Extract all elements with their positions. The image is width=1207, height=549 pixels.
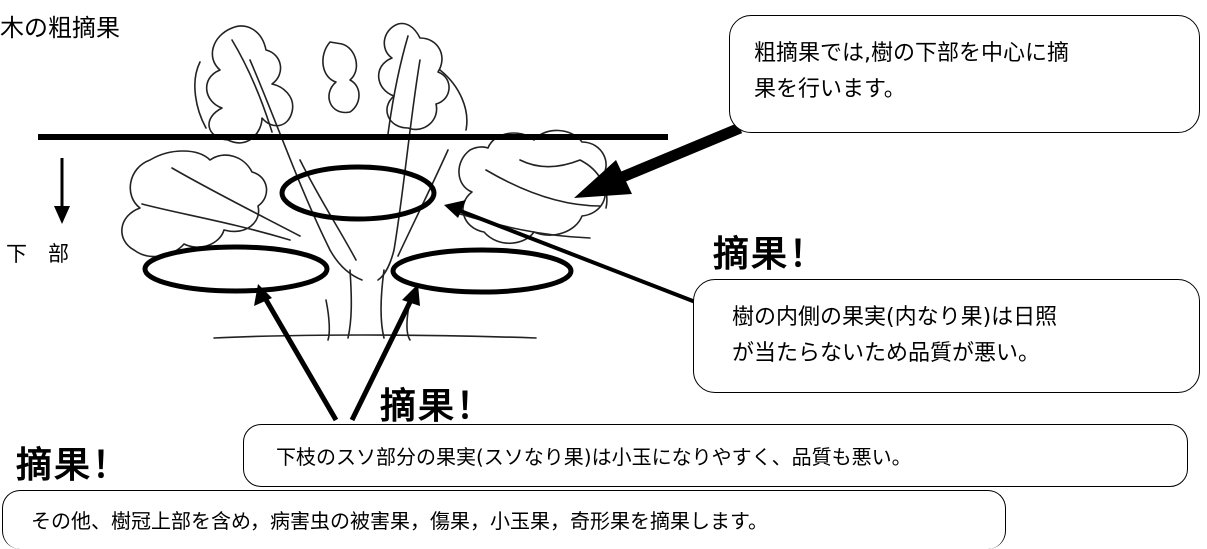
callout-inner-fruit: 樹の内側の果実(内なり果)は日照 が当たらないため品質が悪い。	[693, 279, 1200, 393]
diagram-title: 木の粗摘果	[0, 14, 120, 42]
callout-top-line1: 粗摘果では,樹の下部を中心に摘	[754, 41, 1069, 66]
tree-foliage	[121, 22, 608, 341]
callout-other: その他、樹冠上部を含め，病害虫の被害果，傷果，小玉果，奇形果を摘果します。	[2, 490, 1006, 549]
arrow-to-inner-fruit-icon	[444, 200, 699, 305]
arrows-to-lower-fruit-icon	[254, 284, 420, 422]
exclaim-center: 摘果！	[380, 386, 495, 427]
fruit-ellipse-inner	[279, 164, 437, 222]
callout-lower-fruit: 下枝のスソ部分の果実(スソなり果)は小玉になりやすく、品質も悪い。	[243, 424, 1188, 487]
thick-arrow-icon	[574, 122, 743, 198]
down-arrow-icon	[54, 158, 70, 224]
callout-top: 粗摘果では,樹の下部を中心に摘 果を行います。	[729, 15, 1200, 133]
lower-part-label: 下 部	[6, 242, 69, 266]
fruit-ellipse-lower-left	[142, 244, 330, 294]
exclaim-left: 摘果！	[16, 445, 131, 486]
exclaim-right: 摘果！	[713, 234, 828, 275]
callout-top-line2: 果を行います。	[754, 77, 906, 102]
callout-lower-text: 下枝のスソ部分の果実(スソなり果)は小玉になりやすく、品質も悪い。	[276, 445, 912, 469]
callout-other-text: その他、樹冠上部を含め，病害虫の被害果，傷果，小玉果，奇形果を摘果します。	[31, 509, 768, 533]
fruit-ellipse-lower-right	[390, 247, 574, 295]
callout-inner-line2: が当たらないため品質が悪い。	[732, 341, 1041, 366]
callout-inner-line1: 樹の内側の果実(内なり果)は日照	[732, 305, 1058, 330]
